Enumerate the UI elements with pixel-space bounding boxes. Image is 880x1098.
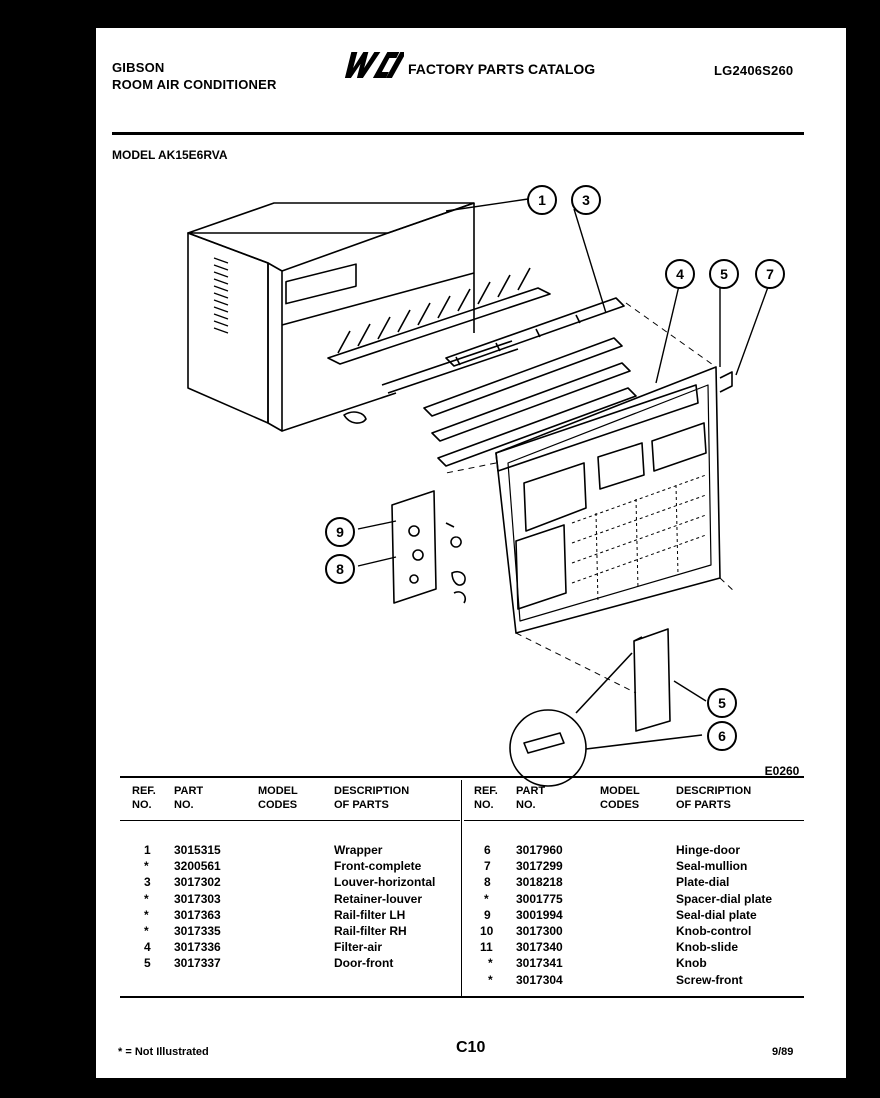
print-date: 9/89	[772, 1046, 794, 1058]
callout-label: 9	[336, 524, 344, 540]
page-number: C10	[456, 1039, 486, 1056]
col-header-ref-right: REF. NO.	[474, 785, 498, 811]
callout-circle	[709, 259, 739, 289]
callout-circle	[707, 721, 737, 751]
callout-label: 7	[766, 266, 774, 282]
product-type: ROOM AIR CONDITIONER	[112, 77, 277, 92]
figure-code: E0260	[765, 764, 800, 778]
header-divider	[112, 132, 804, 135]
callout-circle	[527, 185, 557, 215]
brand-name: GIBSON	[112, 60, 165, 75]
louver-horizontal	[423, 297, 637, 467]
table-header-rule-right	[464, 820, 804, 821]
catalog-title: FACTORY PARTS CATALOG	[408, 61, 596, 77]
exploded-parts-diagram: 1 3 4 5 7 9 8 5 6 E0260	[187, 185, 800, 787]
col-header-model: MODEL CODES	[258, 785, 298, 811]
callout-label: 4	[676, 266, 684, 282]
col-header-part: PART NO.	[174, 785, 204, 811]
col-header-model-right: MODEL CODES	[600, 785, 640, 811]
col-header-desc-right: DESCRIPTION OF PARTS	[676, 785, 752, 811]
callout-circle	[665, 259, 695, 289]
catalog-number: LG2406S260	[714, 63, 794, 78]
callout-label: 8	[336, 561, 344, 577]
catalog-page: { "header": { "brand": "GIBSON", "produc…	[96, 28, 846, 1078]
col-header-part-right: PART NO.	[516, 785, 546, 811]
table-center-divider	[461, 780, 462, 998]
callout-circle	[325, 517, 355, 547]
dial-plate	[391, 490, 467, 604]
hinge-inset	[509, 652, 703, 787]
callout-label: 5	[720, 266, 728, 282]
callout-label: 5	[718, 695, 726, 711]
table-header-rule-left	[120, 820, 460, 821]
table-bottom-rule	[120, 996, 804, 998]
callout-label: 6	[718, 728, 726, 744]
callout-circle	[571, 185, 601, 215]
callout-label: 1	[538, 192, 546, 208]
door-front	[633, 628, 671, 732]
front-panel	[495, 366, 733, 634]
model-number: MODEL AK15E6RVA	[112, 148, 228, 162]
col-header-desc: DESCRIPTION OF PARTS	[334, 785, 410, 811]
callout-label: 3	[582, 192, 590, 208]
wci-logo-icon	[344, 52, 404, 78]
footnote: * = Not Illustrated	[118, 1046, 209, 1058]
callout-circle	[707, 688, 737, 718]
table-top-rule	[120, 776, 804, 778]
callout-circle	[325, 554, 355, 584]
col-header-ref: REF. NO.	[132, 785, 156, 811]
wrapper-cabinet	[187, 202, 551, 432]
callout-circle	[755, 259, 785, 289]
